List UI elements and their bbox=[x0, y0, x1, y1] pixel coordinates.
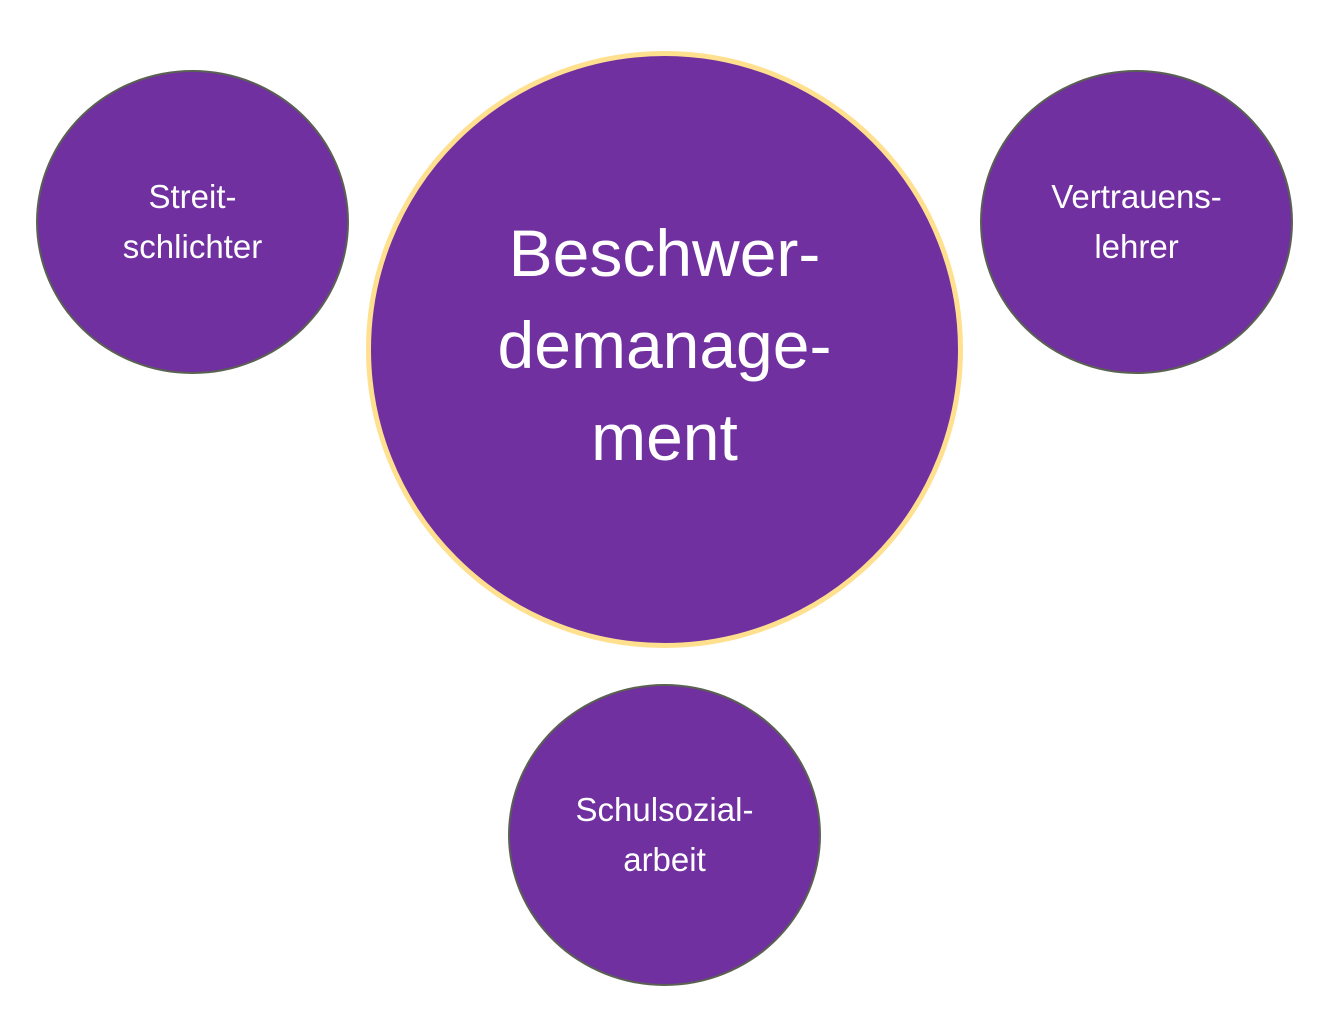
center-label-line-1: Beschwer- bbox=[508, 215, 821, 290]
vertrauenslehrer-line-2: lehrer bbox=[1094, 228, 1179, 265]
vertrauenslehrer-line-1: Vertrauens- bbox=[1051, 178, 1222, 215]
schulsozialarbeit-line-2: arbeit bbox=[623, 841, 706, 878]
center-label-line-2: demanage- bbox=[497, 307, 832, 382]
center-label-line-3: ment bbox=[591, 399, 738, 474]
node-vertrauenslehrer: Vertrauens- lehrer bbox=[980, 70, 1293, 374]
node-schulsozialarbeit: Schulsozial- arbeit bbox=[508, 684, 821, 986]
schulsozialarbeit-line-1: Schulsozial- bbox=[575, 791, 754, 828]
streitschlichter-line-1: Streit- bbox=[148, 178, 237, 215]
center-node-beschwerdemanagement: Beschwer- demanage- ment bbox=[366, 51, 963, 648]
streitschlichter-line-2: schlichter bbox=[122, 228, 263, 265]
node-streitschlichter: Streit- schlichter bbox=[36, 70, 349, 374]
